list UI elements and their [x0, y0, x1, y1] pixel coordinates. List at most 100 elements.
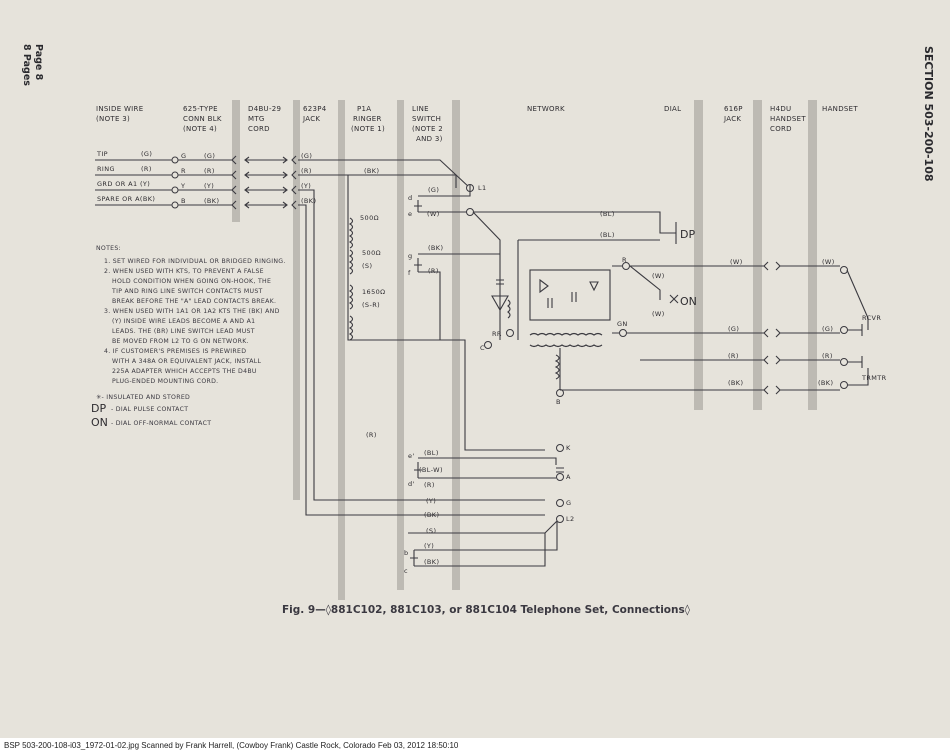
ringer-coil-4: [348, 315, 354, 341]
network-w-label-2: (W): [652, 310, 665, 318]
b-label: B: [556, 398, 561, 406]
legend-dp-key: DP: [91, 402, 106, 415]
jack-r-label: (R): [301, 167, 312, 175]
jack-y-label: (Y): [301, 182, 311, 190]
note-line: (Y) INSIDE WIRE LEADS BECOME A AND A1: [112, 318, 255, 325]
on-lead: [629, 265, 661, 300]
lower-e2: e': [408, 452, 415, 460]
notes: NOTES: 1. SET WIRED FOR INDIVIDUAL OR BR…: [91, 245, 286, 429]
terminal-g-lower: [556, 499, 564, 507]
cord-wires: [178, 159, 232, 206]
switch-contact-1: [414, 200, 422, 212]
switch-links-2: [418, 253, 500, 340]
switch-g: g: [408, 252, 413, 260]
network-cap-2: [571, 292, 577, 302]
note-line: WITH A 348A OR EQUIVALENT JACK, INSTALL: [112, 358, 262, 365]
lower-links-1: [418, 457, 557, 479]
network-cap-1: [547, 298, 553, 308]
jack-arrows: [246, 159, 286, 206]
header-handset-cord-2: HANDSET: [770, 115, 806, 123]
ringer-bk-label: (BK): [364, 167, 379, 175]
header-handset-cord-3: CORD: [770, 125, 792, 133]
ringer-coil-1: [348, 217, 354, 249]
header-jack-623-2: JACK: [302, 115, 320, 123]
lower-contact-2: [410, 550, 418, 566]
resistor-1: [507, 299, 511, 319]
column-bar: [753, 100, 762, 410]
resistor-2: [554, 354, 560, 380]
jack-bk-label: (BK): [301, 197, 316, 205]
terminal-l2: [556, 515, 564, 523]
terminal-handset-r: [840, 358, 848, 366]
transformer-coil-2: [529, 344, 603, 348]
handset-r-label-1: (R): [728, 352, 739, 360]
header-inside-wire-1: INSIDE WIRE: [96, 105, 143, 113]
network-box: [529, 269, 611, 321]
handset-internal: [846, 269, 869, 386]
lower-c2: c: [404, 567, 408, 575]
note-line: 2. WHEN USED WITH KTS, TO PREVENT A FALS…: [104, 268, 264, 275]
switch-to-network: [472, 211, 501, 340]
lower-r-label-2: (R): [424, 481, 435, 489]
jack-g-label: (G): [301, 152, 312, 160]
handset-w-label-2: (W): [822, 258, 835, 266]
header-dial: DIAL: [664, 105, 681, 113]
terminal-r: [171, 171, 179, 179]
on-label: ON: [680, 295, 697, 308]
column-bar: [808, 100, 817, 410]
terminal-g-label: G: [181, 152, 186, 160]
tip-label: TIP: [96, 150, 108, 158]
grd-label: GRD OR A1 (Y): [97, 180, 150, 188]
note-line: 1. SET WIRED FOR INDIVIDUAL OR BRIDGED R…: [104, 258, 286, 265]
terminal-r-label: R: [181, 167, 186, 175]
legend-star: ✳- INSULATED AND STORED: [96, 394, 190, 401]
column-headers: INSIDE WIRE (NOTE 3) 625-TYPE CONN BLK (…: [96, 105, 858, 143]
terminal-c: [484, 341, 492, 349]
note-line: PLUG-ENDED MOUNTING CORD.: [112, 378, 218, 385]
cord-bk-label: (BK): [204, 197, 219, 205]
lower-blw-label: (BL-W): [419, 466, 443, 474]
dp-label: DP: [680, 228, 695, 241]
handset-r-label-2: (R): [822, 352, 833, 360]
lower-cap: [556, 467, 564, 473]
lower-r-label: (R): [366, 431, 377, 439]
header-network: NETWORK: [527, 105, 565, 113]
lower-br-label: (BK): [424, 558, 439, 566]
r-label: R: [622, 256, 627, 264]
terminal-switch-1: [466, 208, 474, 216]
cord-y-label: (Y): [204, 182, 214, 190]
wiring-diagram: SECTION 503-200-108 Page 8 8 Pages INSID…: [21, 44, 935, 616]
header-mtg-cord-2: MTG: [248, 115, 265, 123]
c-label: C: [480, 344, 485, 352]
pages-label: 8 Pages: [21, 44, 32, 86]
ringer-s: (S): [362, 262, 372, 270]
bl-label-1: (BL): [600, 210, 615, 218]
capacitor-1: [496, 279, 504, 285]
terminal-rr: [506, 329, 514, 337]
note-line: LEADS. THE (BR) LINE SWITCH LEAD MUST: [112, 328, 255, 335]
ringer-sr: (S-R): [362, 301, 380, 309]
figure-caption: Fig. 9—◊881C102, 881C103, or 881C104 Tel…: [282, 604, 691, 616]
handset-g-label-2: (G): [822, 325, 833, 333]
transformer-coil-1: [529, 332, 603, 336]
tip-to-l1: [298, 159, 471, 189]
terminal-g: [171, 156, 179, 164]
column-bar: [694, 100, 703, 410]
cord-g-label: (G): [204, 152, 215, 160]
column-bar: [232, 100, 240, 222]
switch-g-label: (G): [428, 186, 439, 194]
ring-label: RING: [97, 165, 115, 173]
lower-d2: d': [408, 480, 415, 488]
legend-on-key: ON: [91, 416, 108, 429]
handset-cord-arrows: [763, 261, 781, 395]
header-ringer-1: P1A: [357, 105, 371, 113]
bl-label-2: (BL): [600, 231, 615, 239]
rcvr-label: RCVR: [862, 314, 881, 322]
bk-to-l1: [348, 174, 457, 188]
cord-r-label: (R): [204, 167, 215, 175]
note-line: 225A ADAPTER WHICH ACCEPTS THE D4BU: [112, 368, 257, 375]
plug-chevrons: [231, 155, 237, 210]
switch-bk-label: (BK): [428, 244, 443, 252]
spare-label: SPARE OR A(BK): [97, 195, 155, 203]
legend-on: - DIAL OFF-NORMAL CONTACT: [111, 420, 211, 427]
